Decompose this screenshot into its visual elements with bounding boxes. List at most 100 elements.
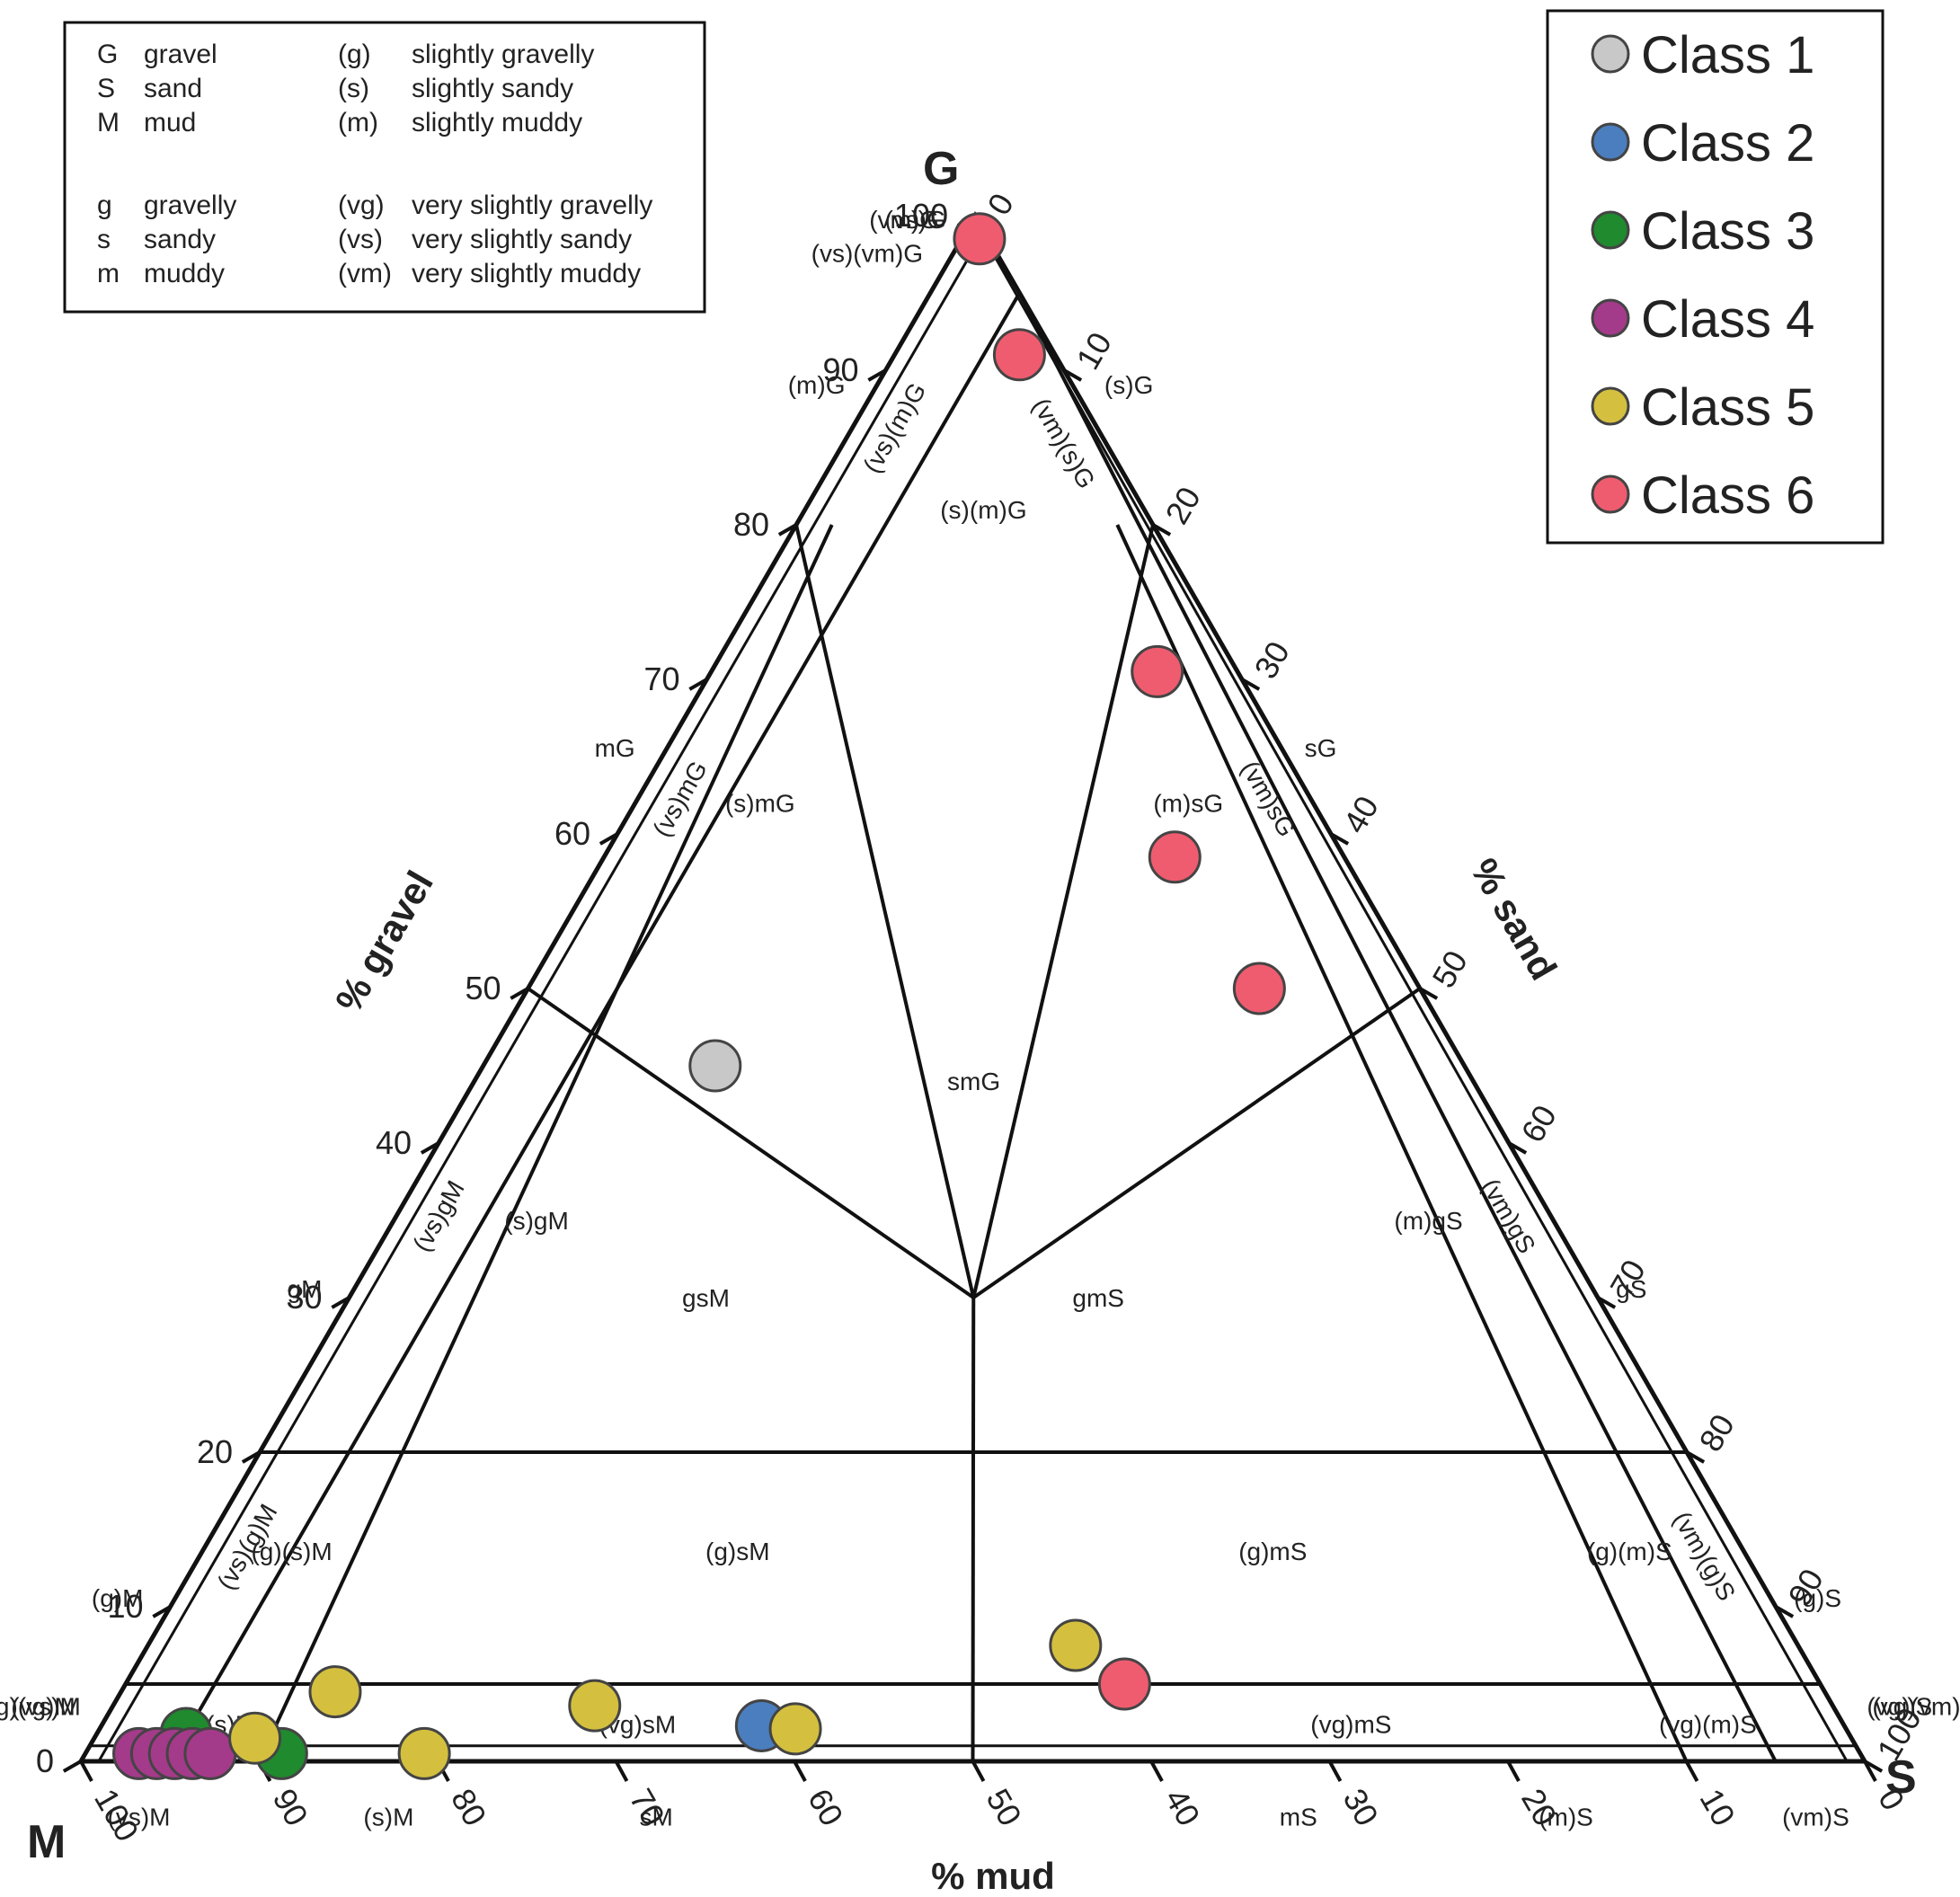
tick-mud-100 xyxy=(79,1760,93,1782)
axis-title-gravel: % gravel xyxy=(327,864,441,1019)
legend-swatch-class-1 xyxy=(1591,34,1630,74)
abbr-meaning-2: slightly gravelly xyxy=(412,40,594,69)
region-label: (vm)(s)G xyxy=(1027,394,1101,493)
tick-label-gravel: 60 xyxy=(554,815,590,852)
data-point-class-1 xyxy=(688,1039,742,1093)
region-label: (g)mS xyxy=(1238,1538,1307,1565)
tick-mud-0 xyxy=(1863,1760,1877,1782)
tick-label-mud: 80 xyxy=(444,1783,494,1832)
corner-label-gravel: G xyxy=(923,143,959,195)
region-label: (m)gS xyxy=(1394,1207,1462,1235)
tick-sand-70 xyxy=(1597,1296,1617,1309)
boundary-sand-ratio-10 xyxy=(257,524,834,1762)
legend-label: Class 2 xyxy=(1641,114,1814,173)
data-point-class-6 xyxy=(953,212,1007,266)
boundary-sand-ratio-50-lower xyxy=(971,1297,976,1762)
legend-label: Class 4 xyxy=(1641,290,1814,349)
edge-label: (vg)S xyxy=(1872,1692,1932,1720)
edge-label: mG xyxy=(595,734,635,762)
edge-label: (g)M xyxy=(92,1584,144,1612)
tick-label-gravel: 10 xyxy=(107,1588,143,1625)
tick-gravel-70 xyxy=(688,678,708,691)
tick-sand-60 xyxy=(1508,1141,1528,1155)
tick-label-sand: 80 xyxy=(1691,1408,1742,1458)
legend-swatch-class-2 xyxy=(1591,122,1630,162)
tick-gravel-80 xyxy=(777,523,797,536)
tick-mud-10 xyxy=(1684,1760,1699,1782)
tick-gravel-30 xyxy=(331,1296,350,1309)
region-label: (g)(m)S xyxy=(1587,1538,1672,1565)
data-point-class-6 xyxy=(1148,830,1202,884)
boundary-sand-5 xyxy=(168,291,1022,1763)
data-points xyxy=(112,212,1286,1780)
tick-sand-10 xyxy=(1063,368,1083,382)
tick-mud-60 xyxy=(793,1760,807,1782)
abbr-code-2: (vg) xyxy=(338,191,385,220)
tick-mud-30 xyxy=(1327,1760,1343,1782)
tick-sand-30 xyxy=(1241,678,1261,691)
tick-gravel-0 xyxy=(62,1760,82,1773)
edge-label: (vg)(vs)M xyxy=(0,1692,81,1720)
abbr-meaning: gravel xyxy=(144,40,217,69)
abbr-code: S xyxy=(97,74,115,103)
tick-label-sand: 10 xyxy=(1069,326,1119,376)
edge-label: gM xyxy=(288,1275,323,1303)
tick-label-mud: 30 xyxy=(1336,1783,1387,1832)
abbr-meaning: muddy xyxy=(144,259,225,288)
edge-label: gS xyxy=(1616,1275,1646,1303)
data-point-class-4 xyxy=(183,1726,237,1780)
edge-label: sG xyxy=(1305,734,1337,762)
legend-swatch-class-3 xyxy=(1591,210,1630,250)
abbr-code-2: (m) xyxy=(338,108,378,137)
boundary-mG-gsM xyxy=(794,524,976,1299)
edge-label: (vm)G xyxy=(869,206,939,234)
tick-sand-40 xyxy=(1330,832,1350,846)
axis-title-sand: % sand xyxy=(1462,851,1565,987)
edge-label: (vg)M xyxy=(11,1692,75,1720)
class-boundaries xyxy=(88,222,1857,1763)
legend-label: Class 5 xyxy=(1641,378,1814,437)
tick-gravel-10 xyxy=(152,1605,172,1618)
region-label: (g)sM xyxy=(705,1538,770,1565)
tick-label-sand: 50 xyxy=(1424,944,1475,994)
tick-label-mud: 60 xyxy=(801,1783,851,1832)
data-point-class-5 xyxy=(397,1726,451,1780)
abbr-code: M xyxy=(97,108,120,137)
tick-gravel-90 xyxy=(867,368,887,382)
strip-line-mud-1 xyxy=(979,230,1849,1762)
region-label: (s)gM xyxy=(504,1207,569,1235)
abbr-meaning-2: very slightly muddy xyxy=(412,259,641,288)
boundary-gM xyxy=(527,987,975,1299)
region-label: gmS xyxy=(1072,1284,1124,1312)
region-label: gsM xyxy=(682,1284,730,1312)
data-point-class-5 xyxy=(1049,1618,1103,1672)
tick-sand-80 xyxy=(1686,1450,1706,1464)
data-point-class-5 xyxy=(768,1702,822,1756)
tick-label-gravel: 30 xyxy=(286,1279,322,1316)
tick-label-mud: 90 xyxy=(266,1783,316,1832)
edge-label: sM xyxy=(640,1803,673,1831)
edge-label: (vs)M xyxy=(108,1803,171,1831)
region-label: (vg)(m)S xyxy=(1659,1711,1757,1739)
corner-label-sand: S xyxy=(1885,1751,1917,1804)
data-point-class-5 xyxy=(568,1679,622,1733)
edge-label: (m)G xyxy=(788,371,846,399)
tick-label-gravel: 80 xyxy=(733,506,769,543)
abbr-meaning: mud xyxy=(144,108,196,137)
tick-label-gravel: 0 xyxy=(36,1742,54,1779)
tick-gravel-20 xyxy=(241,1450,261,1464)
data-point-class-6 xyxy=(1097,1657,1151,1711)
legend-label: Class 6 xyxy=(1641,466,1814,525)
legend-swatch-class-5 xyxy=(1591,386,1630,426)
tick-gravel-60 xyxy=(599,832,618,846)
abbr-code-2: (vm) xyxy=(338,259,392,288)
boundary-sG xyxy=(971,524,1155,1299)
tick-label-mud: 10 xyxy=(1693,1783,1743,1832)
abbr-code: m xyxy=(97,259,120,288)
tick-label-sand: 30 xyxy=(1246,635,1297,685)
